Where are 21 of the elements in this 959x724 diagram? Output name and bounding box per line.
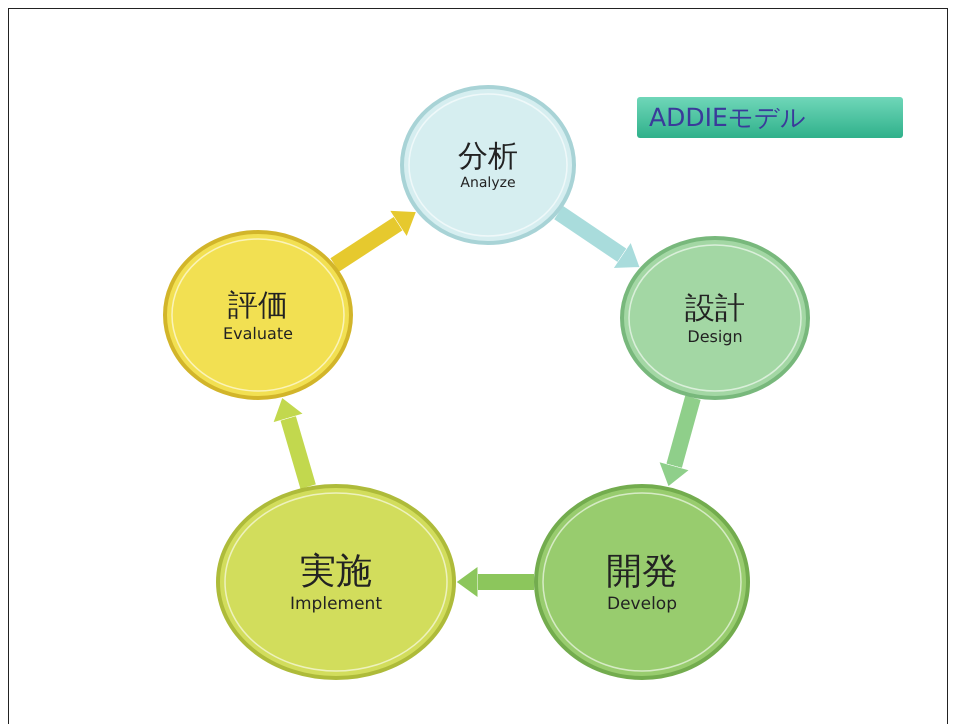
phase-subtitle: Evaluate [223, 324, 293, 342]
phase-subtitle: Analyze [460, 175, 516, 191]
phase-circle [620, 236, 810, 400]
phase-circle [163, 230, 353, 400]
phase-subtitle: Develop [607, 594, 677, 614]
arrow [658, 396, 701, 488]
phase-circle [216, 484, 456, 680]
phase-circle [400, 85, 576, 245]
phase-title: 開発 [606, 550, 678, 594]
arrow [456, 566, 534, 598]
arrow [272, 396, 316, 489]
phase-title: 分析 [458, 139, 518, 175]
phase-circle [534, 484, 750, 680]
phase-subtitle: Design [687, 326, 743, 346]
arrow [554, 206, 641, 269]
arrow [330, 210, 417, 272]
phase-title: 評価 [228, 288, 288, 324]
phase-subtitle: Implement [290, 594, 382, 614]
phase-title: 実施 [300, 550, 372, 594]
title-banner: ADDIEモデル [637, 97, 903, 138]
phase-title: 設計 [685, 290, 745, 326]
